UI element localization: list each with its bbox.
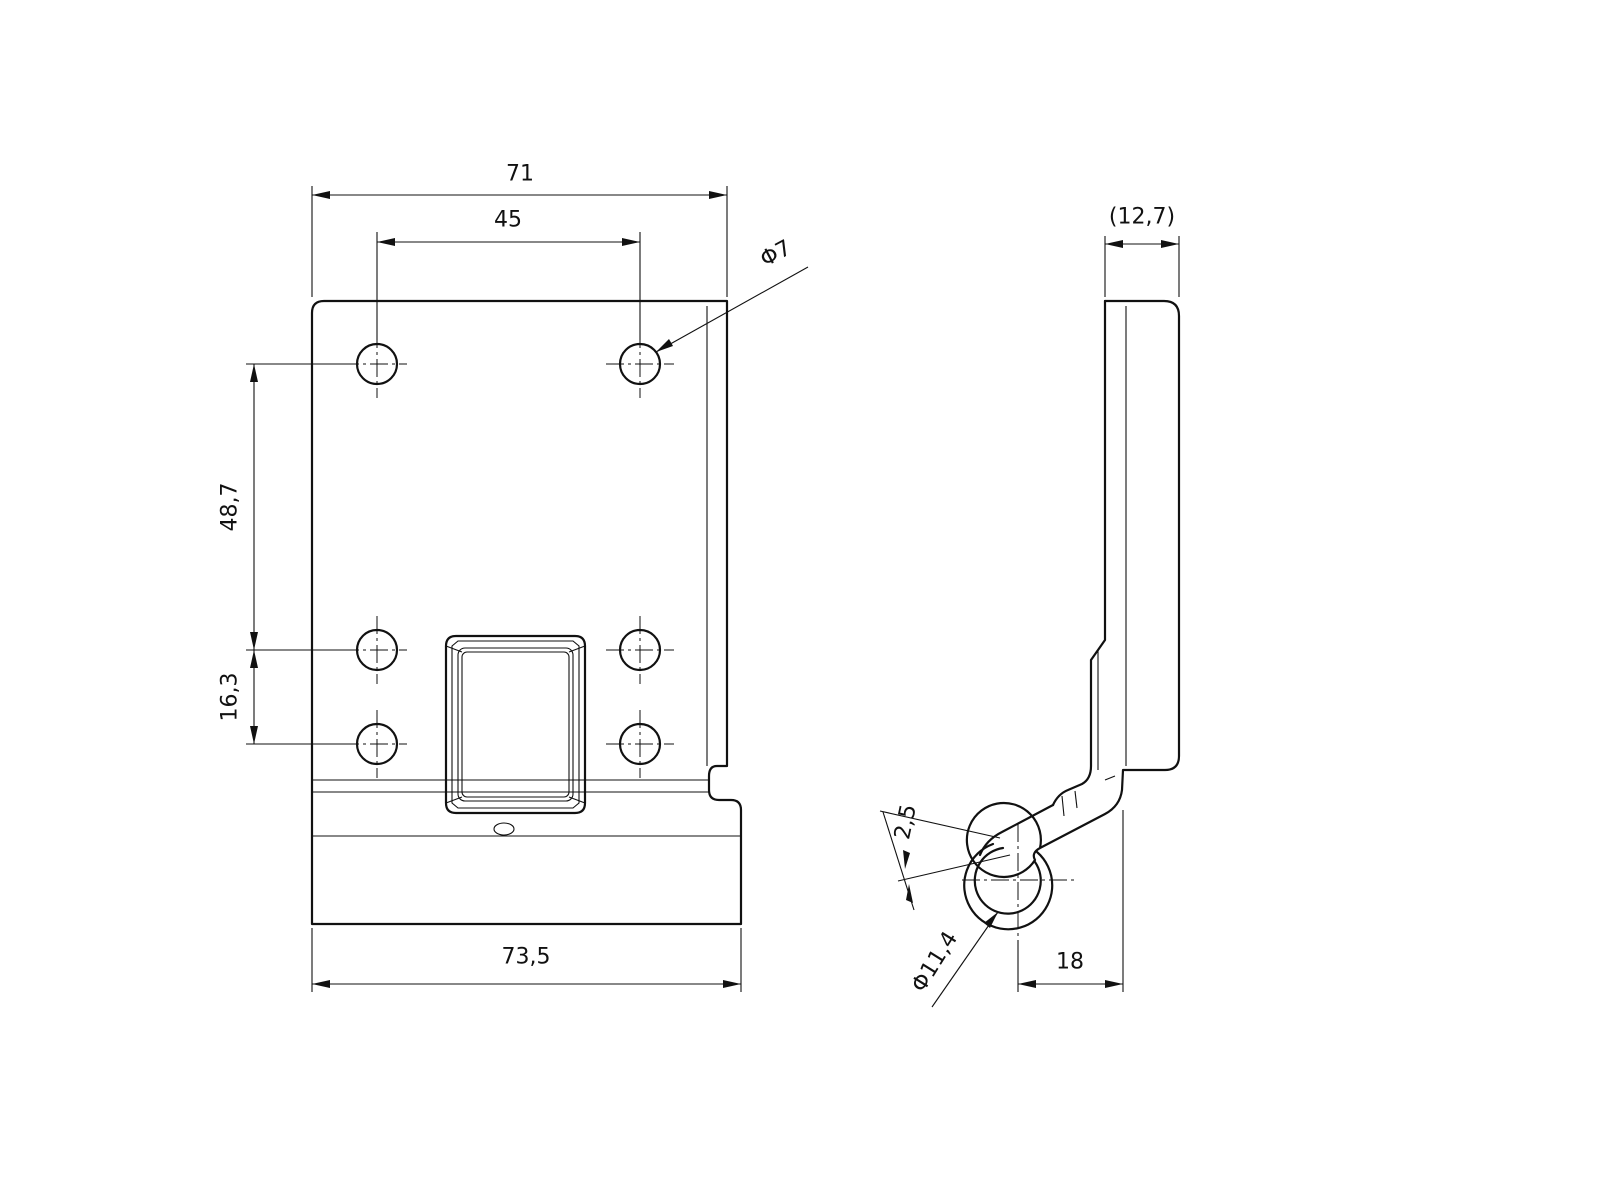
hole-bottom-right	[606, 710, 674, 778]
dimension-label-73-5: 73,5	[502, 945, 551, 970]
dimension-hole-spacing-horizontal: 45	[376, 208, 641, 340]
dimension-label-12-7: (12,7)	[1109, 205, 1175, 230]
dimension-label-71: 71	[506, 162, 534, 187]
dimension-label-16-3: 16,3	[218, 673, 243, 722]
plate-outline	[310, 299, 743, 926]
dimension-eye-offset: 18	[1017, 810, 1124, 992]
dimension-label-48-7: 48,7	[218, 483, 243, 532]
dimension-hole-spacing-vertical-upper: 48,7	[218, 363, 357, 651]
side-profile-outer	[965, 299, 1181, 879]
dimension-overall-width-bottom: 73,5	[311, 928, 742, 992]
dimension-label-18: 18	[1056, 950, 1084, 975]
dimension-overall-width-top: 71	[311, 162, 728, 297]
side-plate	[1051, 299, 1107, 807]
dimension-label-45: 45	[494, 208, 522, 233]
dimension-hole-diameter: Φ7	[655, 236, 809, 353]
side-view: (12,7) 2,5 Φ11,4 18	[879, 205, 1181, 1008]
hinge-eye	[962, 824, 1074, 936]
slot	[493, 822, 515, 836]
dimension-label-2-5: 2,5	[890, 802, 922, 841]
dimension-eye-diameter: Φ11,4	[907, 911, 999, 1008]
hole-top-right	[606, 330, 674, 398]
side-strap	[978, 803, 1055, 857]
dimension-label-phi7: Φ7	[756, 236, 795, 273]
front-view: 71 45 Φ7 48,7	[218, 162, 809, 992]
dimension-label-phi11-4: Φ11,4	[907, 927, 963, 996]
dimension-material-thickness: 2,5	[879, 802, 1011, 911]
dimension-hole-spacing-vertical-lower: 16,3	[218, 650, 357, 745]
dimension-thickness-reference: (12,7)	[1104, 205, 1180, 297]
hole-middle-right	[606, 616, 674, 684]
square-window	[444, 634, 587, 815]
